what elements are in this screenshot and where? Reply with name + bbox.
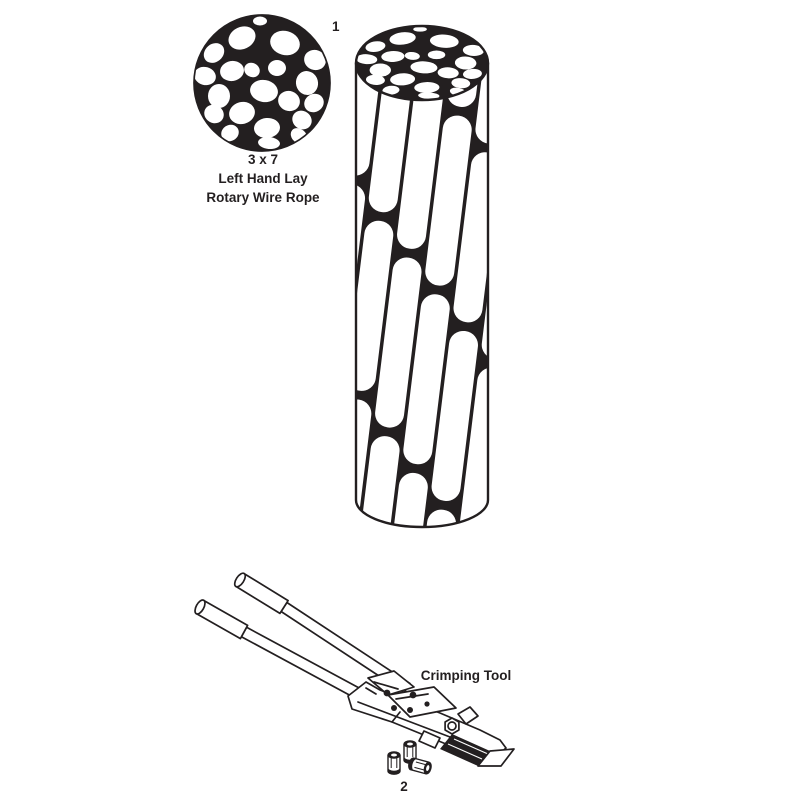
pivot-bolt [391,705,397,711]
tool-upper-plate [367,670,415,696]
crimping-tool-drawing [194,572,515,767]
rope-cylinder-drawing [354,24,490,529]
pivot-bolt [407,707,413,713]
hex-nut-bore [447,721,457,731]
rope-caption: 3 x 7 Left Hand Lay Rotary Wire Rope [206,150,319,207]
pivot-bolt [409,691,417,699]
hex-nut [444,717,460,735]
rope-caption-line2: Left Hand Lay [218,171,308,186]
upper-grip-cap [233,572,247,588]
pivot-bolt [383,689,391,697]
rope-body-outline [354,61,490,529]
rope-cross-section-drawing [193,14,331,152]
tool-jaw-tip [477,748,515,767]
rope-caption-line3: Rotary Wire Rope [206,190,320,205]
ferrule-lying [406,756,434,776]
rope-caption-line1: 3 x 7 [247,152,279,167]
cross-section-outline [193,14,331,152]
tool-serrated-jaw [440,734,490,766]
ferrule-upright [387,751,401,775]
tool-jaw-step [418,730,441,749]
lower-grip-cap [194,599,206,615]
callout-1-label: 1 [332,19,340,34]
crimp-ferrules-drawing [387,740,434,776]
tool-linkage-plate [387,686,457,718]
tool-latch [457,706,479,725]
callout-2-label: 2 [400,779,408,794]
rope-top-face [356,25,488,101]
pivot-bolt [424,701,430,707]
crimping-tool-label: Crimping Tool [420,668,512,683]
